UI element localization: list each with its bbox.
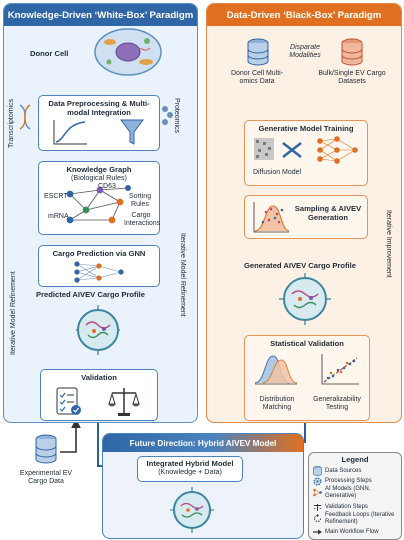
database-icon-red (341, 38, 363, 66)
knowledge-graph-network (66, 185, 131, 224)
funnel-icon (120, 119, 144, 145)
scatter-distribution-icon (253, 202, 290, 233)
legend-item-data-sources: Data Sources (313, 466, 361, 476)
iterative-improvement-label: Iterative Improvement (385, 210, 392, 278)
left-panel-title: Knowledge-Driven ‘White-Box’ Paradigm (4, 4, 197, 26)
right-panel-title: Data-Driven ‘Black-Box’ Paradigm (207, 4, 401, 26)
generative-training-box: Generative Model Training Diffusion Mode… (244, 120, 368, 186)
iterative-refinement-left-label: Iterative Model Refinement (10, 271, 17, 355)
validation-box-left: Validation (40, 369, 158, 421)
kg-node-cd63: CD63 (98, 183, 116, 190)
curve-chart-icon (53, 120, 87, 145)
gnn-network-icon (74, 261, 124, 283)
legend-panel: Legend Data Sources Processing Steps AI … (308, 452, 402, 540)
experimental-data-label: Experimental EV Cargo Data (19, 470, 73, 486)
scales-icon (108, 388, 140, 416)
legend-item-ai-models: AI Models (GNN, Generative) (313, 486, 395, 500)
checklist-icon (56, 387, 81, 415)
experimental-database-icon (35, 434, 57, 464)
donor-cell-multiomics-label: Donor Cell Multi-omics Data (230, 70, 284, 86)
sampling-title: Sampling & AIVEV Generation (294, 204, 362, 222)
statistical-validation-box: Statistical Validation Distribution Matc… (244, 335, 370, 421)
cargo-prediction-title: Cargo Prediction via GNN (52, 249, 146, 258)
future-direction-panel: Future Direction: Hybrid AIVEV Model Int… (102, 433, 304, 539)
knowledge-graph-box: Knowledge Graph (Biological Rules) (38, 161, 160, 235)
scatter-regression-icon (321, 354, 359, 385)
hybrid-model-line1: Integrated Hybrid Model (146, 459, 234, 468)
distribution-curves-icon (254, 355, 298, 385)
predicted-profile-label: Predicted AIVEV Cargo Profile (36, 290, 146, 299)
legend-gear-icon (313, 477, 322, 486)
donor-cell-icon (94, 28, 162, 76)
generated-profile-label: Generated AIVEV Cargo Profile (244, 261, 356, 270)
preprocessing-title: Data Preprocessing & Multi-modal Integra… (48, 99, 150, 117)
neural-network-icon (317, 136, 358, 164)
diffusion-model-label: Diffusion Model (253, 169, 302, 176)
diffusion-icon (282, 142, 302, 158)
preprocessing-box: Data Preprocessing & Multi-modal Integra… (38, 95, 160, 151)
kg-node-escrt: ESCRT (44, 193, 68, 200)
hybrid-model-line2: (Knowledge + Data) (158, 467, 222, 476)
generated-ev-vesicle-icon (279, 273, 331, 325)
database-icon-blue (247, 38, 269, 66)
noise-pattern-icon (254, 138, 274, 160)
legend-item-feedback: Feedback Loops (Iterative Refinement) (313, 512, 395, 526)
legend-item-main-flow: Main Workflow Flow (313, 529, 379, 536)
statistical-validation-title: Statistical Validation (270, 339, 344, 348)
transcriptomics-label: Transcriptomics (8, 98, 15, 148)
proteomics-label: Proteomics (173, 98, 180, 134)
distribution-matching-label: Distribution Matching (259, 396, 295, 412)
legend-network-icon (313, 488, 322, 497)
kg-node-cargo-interactions: Cargo Interactions (124, 212, 161, 228)
sampling-box: Sampling & AIVEV Generation (244, 195, 368, 239)
generative-training-title: Generative Model Training (258, 124, 354, 133)
cargo-prediction-box: Cargo Prediction via GNN (38, 245, 160, 287)
legend-arrow-icon (313, 529, 322, 535)
validation-title-left: Validation (81, 373, 117, 382)
kg-node-mrna: mRNA (48, 213, 69, 220)
legend-item-validation: Validation Steps (313, 503, 368, 512)
hybrid-ev-vesicle-icon (170, 487, 214, 533)
kg-node-sorting-rules: Sorting Rules (128, 193, 152, 209)
dna-icon (19, 104, 31, 130)
protein-icon (162, 106, 173, 125)
ev-cargo-datasets-label: Bulk/Single EV Cargo Datasets (318, 70, 386, 86)
legend-title: Legend (341, 455, 369, 464)
kg-subtitle: (Biological Rules) (71, 173, 127, 182)
legend-scales-icon (313, 504, 322, 511)
legend-database-icon (313, 466, 322, 476)
generalizability-testing-label: Generalizability Testing (313, 396, 361, 412)
donor-cell-label: Donor Cell (30, 49, 69, 58)
legend-item-processing: Processing Steps (313, 477, 372, 486)
iterative-refinement-right-label: Iterative Model Refinement (179, 233, 186, 317)
future-direction-title: Future Direction: Hybrid AIVEV Model (103, 434, 303, 452)
disparate-modalities-label: Disparate Modalities (289, 44, 321, 60)
kg-title: Knowledge Graph (66, 165, 132, 174)
predicted-ev-vesicle-icon (76, 305, 120, 355)
legend-loop-icon (314, 514, 321, 523)
hybrid-model-box: Integrated Hybrid Model (Knowledge + Dat… (137, 456, 243, 482)
